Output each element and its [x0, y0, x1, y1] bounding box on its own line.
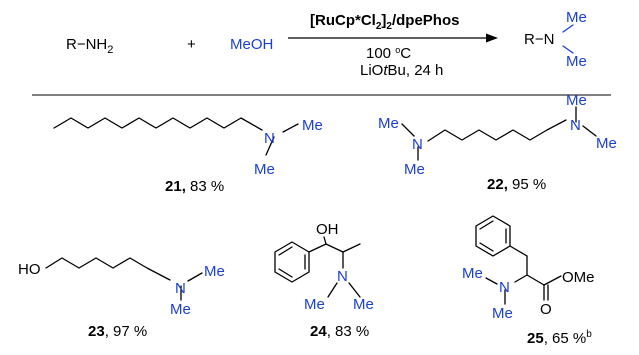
bond: [479, 242, 494, 252]
bond: [265, 136, 275, 156]
bond: [526, 274, 545, 286]
bond: [509, 245, 528, 257]
benzene-ring: [274, 241, 310, 283]
benzene-ring: [475, 215, 511, 257]
catalyst-label: [RuCp*Cl2]2/dpePhos: [310, 12, 459, 32]
methyl-label: Me: [378, 115, 399, 132]
methyl-label: Me: [462, 265, 483, 282]
methanol-reagent: MeOH: [230, 36, 273, 53]
arrow-head: [486, 33, 498, 43]
base-label: LiOtBu, 24 h: [360, 62, 443, 79]
bond: [479, 220, 494, 230]
methyl-label: Me: [170, 301, 191, 318]
bond: [401, 123, 415, 137]
bond: [187, 272, 203, 282]
methyl-label: Me: [404, 161, 425, 178]
bond: [278, 246, 293, 256]
bond: [543, 275, 562, 286]
compound-23: HO N Me Me 23, 97 %: [18, 257, 225, 340]
hydroxyl-label: HO: [18, 261, 41, 278]
bond: [582, 125, 597, 137]
compound-24: OH N Me Me 24, 83 %: [274, 221, 374, 340]
compound-caption: 21, 83 %: [165, 178, 224, 195]
methyl-label: Me: [566, 92, 587, 109]
methyl-label: Me: [254, 161, 275, 178]
methyl-label: Me: [566, 53, 587, 70]
nitrogen-label: N: [175, 280, 186, 297]
alkyl-chain: [427, 119, 567, 142]
compound-caption: 25, 65 %b: [527, 329, 592, 347]
bond: [342, 243, 361, 253]
carbonyl-oxygen-label: O: [540, 301, 552, 318]
nitrogen-label: N: [337, 268, 348, 285]
alkyl-chain: [45, 257, 171, 281]
methyl-label: Me: [566, 9, 587, 26]
plus-sign: +: [187, 36, 196, 53]
compound-caption: 22, 95 %: [487, 176, 546, 193]
nitrogen-label: N: [412, 136, 423, 153]
bond: [562, 24, 574, 33]
methyl-label: Me: [353, 296, 374, 313]
methyl-label: Me: [204, 263, 225, 280]
nitrogen-label: N: [570, 117, 581, 134]
methyl-ester-label: OMe: [562, 269, 595, 286]
temperature-label: 100 oC: [366, 45, 411, 62]
bond: [325, 243, 344, 253]
compound-caption: 23, 97 %: [88, 323, 147, 340]
methyl-label: Me: [304, 296, 325, 313]
bond: [282, 123, 299, 133]
product-amine: R−N: [524, 31, 554, 48]
nitrogen-label: N: [264, 130, 275, 147]
nitrogen-label: N: [499, 279, 510, 296]
bond: [323, 236, 327, 245]
methyl-label: Me: [596, 135, 617, 152]
compound-21: N Me Me 21, 83 %: [53, 117, 323, 195]
compound-caption: 24, 83 %: [310, 323, 369, 340]
reactant-amine: R−NH2: [66, 36, 113, 56]
bond: [514, 274, 528, 283]
methyl-label: Me: [302, 117, 323, 134]
methyl-label: Me: [492, 305, 513, 322]
compound-22: Me N Me Me N Me 22, 95 %: [378, 92, 617, 193]
bond: [308, 243, 327, 253]
hydroxyl-label: OH: [316, 221, 339, 238]
bond: [348, 282, 361, 298]
bond: [278, 268, 293, 278]
bond: [485, 277, 498, 285]
bond: [562, 45, 574, 54]
alkyl-chain: [53, 117, 263, 131]
compound-25: OMe O N Me Me 25, 65 %b: [462, 215, 595, 347]
bond: [327, 282, 338, 298]
